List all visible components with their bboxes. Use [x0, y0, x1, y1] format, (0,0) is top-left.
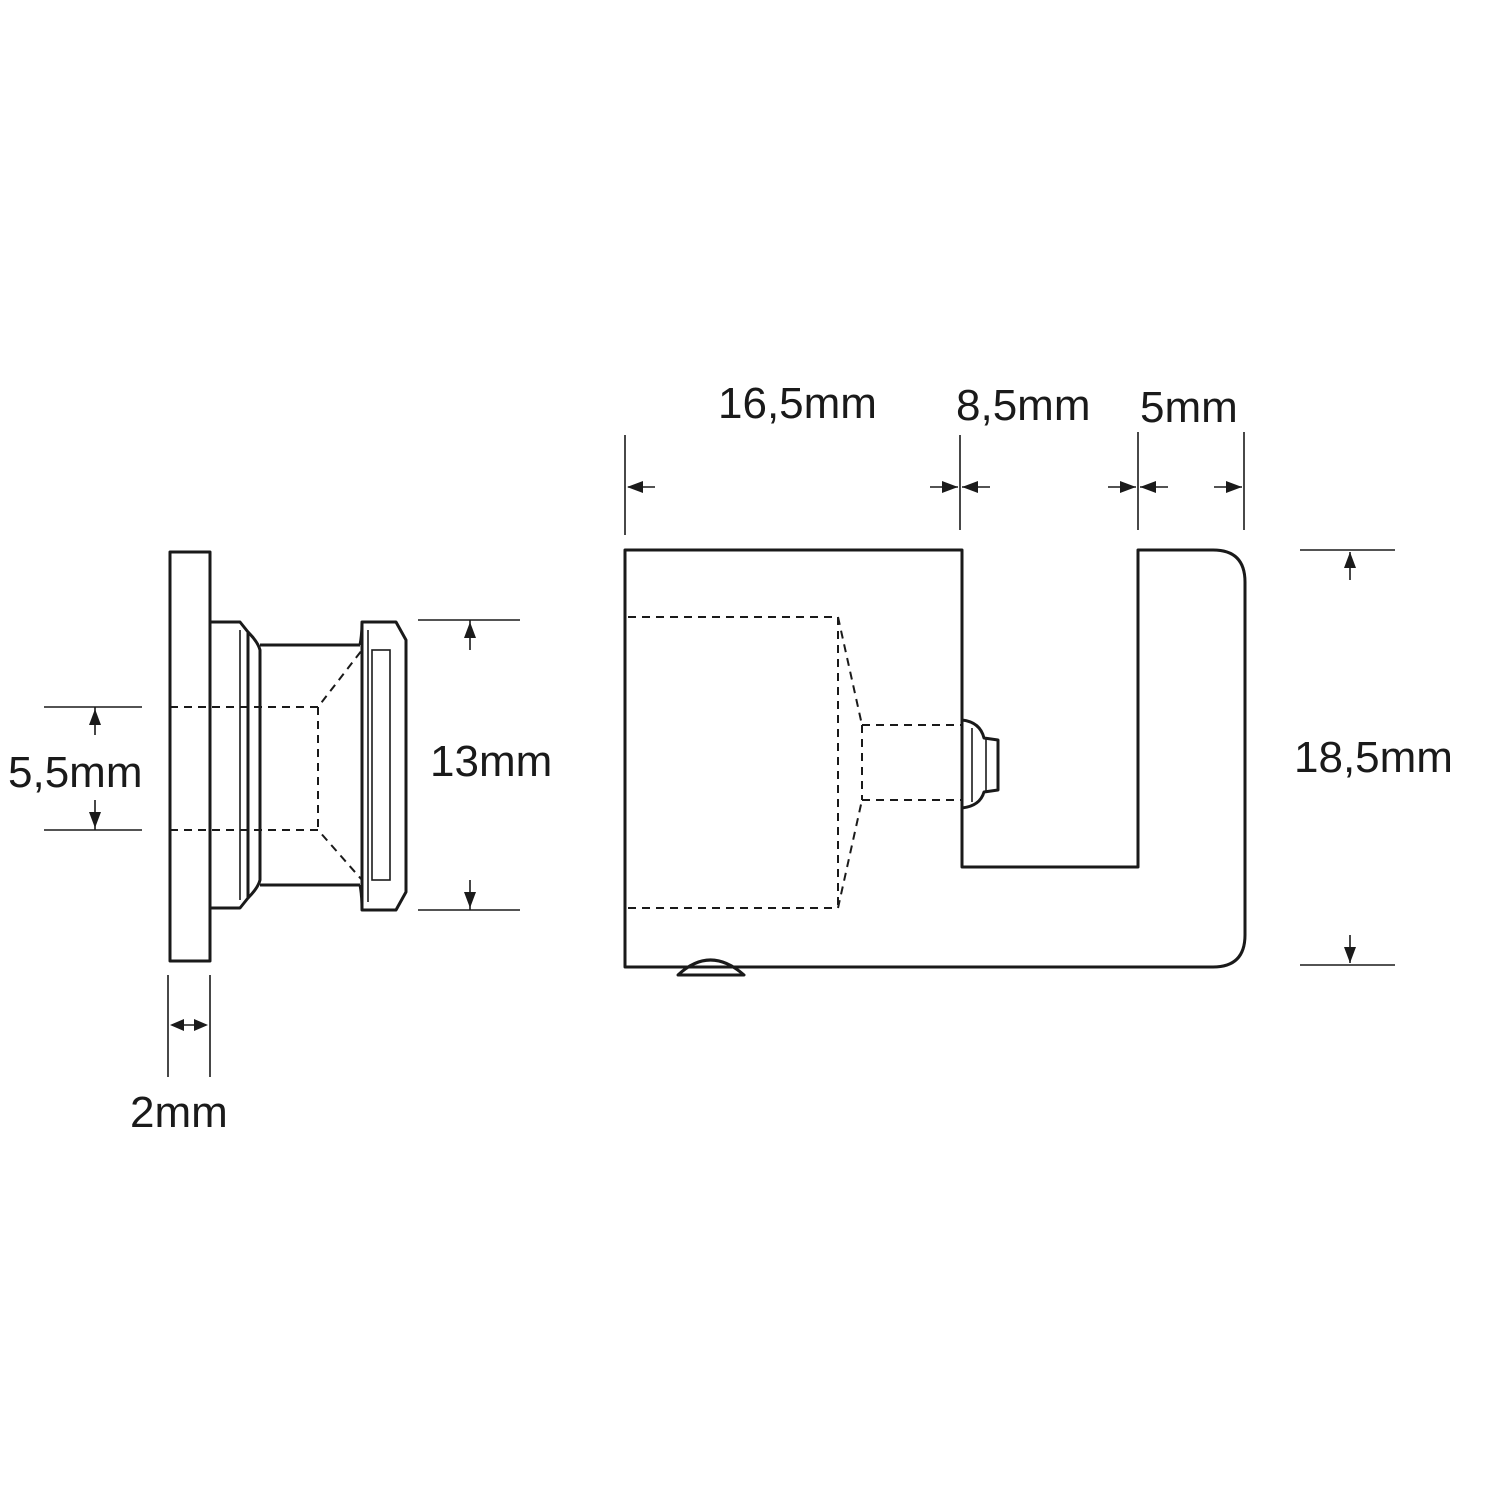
knob-flange	[210, 620, 250, 910]
label-8-5mm: 8,5mm	[956, 381, 1090, 430]
bracket-outline	[623, 548, 1247, 969]
dim-hole-diameter: 5,5mm	[8, 706, 142, 831]
bracket-part	[623, 548, 1247, 977]
label-16-5mm: 16,5mm	[718, 379, 877, 428]
dim-plate-thickness: 2mm	[130, 975, 228, 1137]
label-2mm: 2mm	[130, 1088, 228, 1137]
label-5mm: 5mm	[1140, 383, 1238, 432]
hidden-screw-hole	[861, 724, 962, 801]
dim-bracket-height: 18,5mm	[1294, 549, 1453, 966]
label-5-5mm: 5,5mm	[8, 748, 142, 797]
knob-neck	[246, 630, 262, 900]
hidden-pocket	[628, 616, 863, 909]
bottom-screw-head	[676, 958, 746, 977]
label-13mm: 13mm	[430, 737, 552, 786]
knob-part	[168, 550, 408, 963]
base-plate	[168, 550, 212, 963]
dim-top: 16,5mm 8,5mm 5mm	[624, 379, 1245, 535]
dim-knob-diameter: 13mm	[418, 619, 552, 911]
label-18-5mm: 18,5mm	[1294, 733, 1453, 782]
hidden-hole	[170, 649, 363, 881]
knob-head-groove	[371, 649, 391, 881]
knob-head	[360, 620, 408, 912]
set-screw	[961, 718, 1000, 810]
